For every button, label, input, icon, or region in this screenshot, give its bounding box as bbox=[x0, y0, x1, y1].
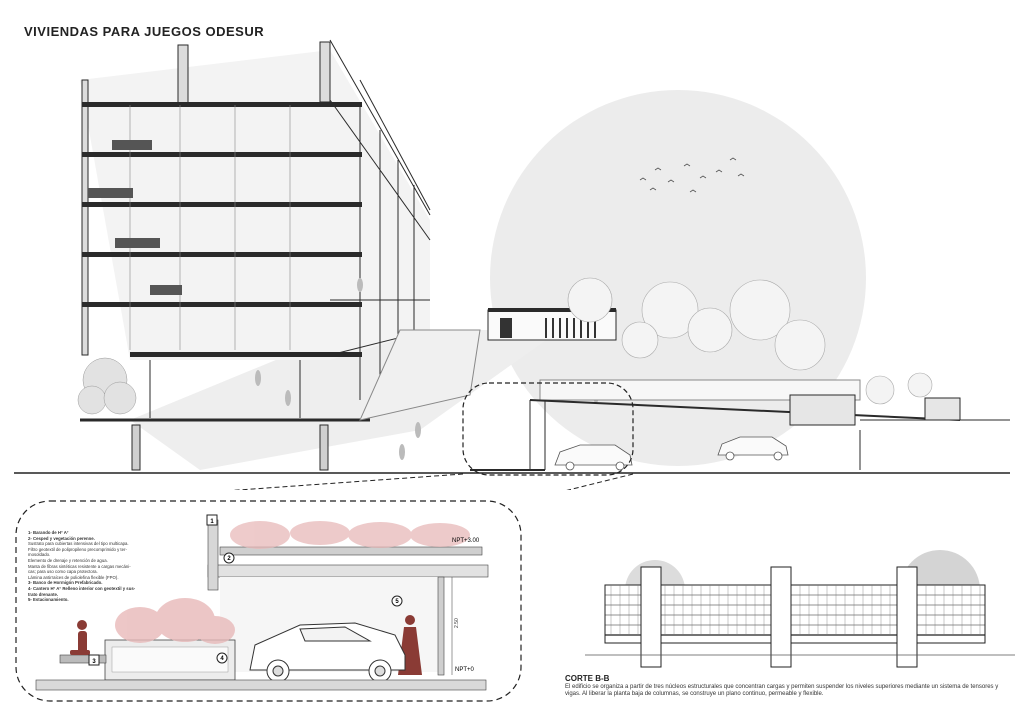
floor-slab bbox=[82, 252, 362, 257]
corte-description: El edificio se organiza a partir de tres… bbox=[565, 684, 999, 698]
corte-title: CORTE B-B bbox=[565, 674, 610, 683]
parapet-wall bbox=[207, 519, 219, 591]
landscape bbox=[359, 329, 1010, 471]
svg-text:3: 3 bbox=[92, 659, 96, 665]
floor-slab bbox=[82, 202, 362, 207]
floor-slab bbox=[82, 152, 362, 157]
balcony-railings bbox=[88, 140, 182, 295]
car-icon bbox=[249, 622, 406, 683]
building-section bbox=[81, 39, 431, 400]
npt-upper-label: NPT+3.00 bbox=[452, 538, 480, 544]
marker-1: 1 bbox=[206, 514, 218, 526]
legend-line: 4- Cantero H° A° Relleno interior con ge… bbox=[28, 585, 136, 591]
floor-slab bbox=[82, 102, 362, 107]
detail-callout-outline bbox=[462, 382, 634, 476]
corte-floors bbox=[605, 584, 985, 636]
marker-2: 2 bbox=[223, 552, 235, 564]
svg-text:5: 5 bbox=[395, 599, 399, 605]
page-title: VIVIENDAS PARA JUEGOS ODESUR bbox=[24, 24, 265, 39]
roof-vegetation bbox=[230, 521, 470, 549]
legend-line: Filtro geotextil de polipropileno precom… bbox=[28, 546, 127, 552]
sun-circle bbox=[490, 90, 866, 466]
svg-text:4: 4 bbox=[220, 656, 224, 662]
corte-cores bbox=[640, 566, 918, 668]
parked-car-1 bbox=[554, 444, 633, 471]
perspective-section-drawing bbox=[14, 39, 1010, 490]
interior-walls bbox=[129, 105, 291, 350]
svg-text:1: 1 bbox=[210, 519, 214, 525]
legend-line: trato drenante. bbox=[28, 591, 59, 597]
ground-floor bbox=[80, 353, 370, 471]
tree-left bbox=[77, 357, 137, 415]
legend-line: Elemento de drenaje y retención de agua. bbox=[28, 557, 108, 563]
legend-line: 2- Cesped y vegetación perenne. bbox=[28, 535, 95, 541]
upper-slab bbox=[219, 546, 483, 556]
parked-car-2 bbox=[717, 436, 789, 461]
park-trees bbox=[567, 277, 933, 405]
dimension-label: 2.50 bbox=[454, 618, 460, 628]
floor-slab bbox=[82, 302, 362, 307]
legend-line: Sustrato para cubiertas intensivas del t… bbox=[28, 541, 129, 547]
seated-person-icon bbox=[70, 620, 90, 655]
marker-3: 3 bbox=[88, 654, 100, 666]
marker-5: 5 bbox=[391, 595, 403, 607]
svg-text:2: 2 bbox=[227, 556, 231, 562]
legend-line: Manta de fibras sintéticas resistente a … bbox=[28, 563, 131, 569]
upper-beam bbox=[207, 564, 489, 578]
legend-line: 5- Estacionamiento. bbox=[28, 597, 69, 603]
legend-line: 1- Barando de H° A° bbox=[28, 530, 69, 535]
legend-line: 3- Banco de Hormigón Prefabricado. bbox=[28, 580, 103, 586]
legend-line: Lámina antirraíces de poliolefina flexib… bbox=[28, 574, 119, 580]
legend-line: cas; para uso como capa protectora. bbox=[28, 569, 98, 575]
detail-legend: 1- Barando de H° A°2- Cesped y vegetació… bbox=[28, 530, 198, 603]
planter-vegetation bbox=[115, 598, 235, 644]
corte-building bbox=[604, 584, 986, 644]
detail-outline bbox=[15, 500, 522, 702]
leader-line-right bbox=[566, 473, 634, 490]
corte-bb-drawing bbox=[585, 550, 1015, 668]
concrete-planter bbox=[104, 639, 236, 681]
ground-slab bbox=[35, 679, 487, 691]
detail-section-drawing: 2.50 NPT+3.00 NPT+0 1 2 3 4 5 bbox=[15, 500, 522, 702]
birds-icon bbox=[639, 157, 745, 193]
leader-line-left bbox=[231, 473, 464, 490]
npt-lower-label: NPT+0 bbox=[455, 667, 475, 673]
legend-line: mosoldado. bbox=[28, 552, 51, 558]
column bbox=[437, 576, 445, 676]
marker-4: 4 bbox=[216, 652, 228, 664]
